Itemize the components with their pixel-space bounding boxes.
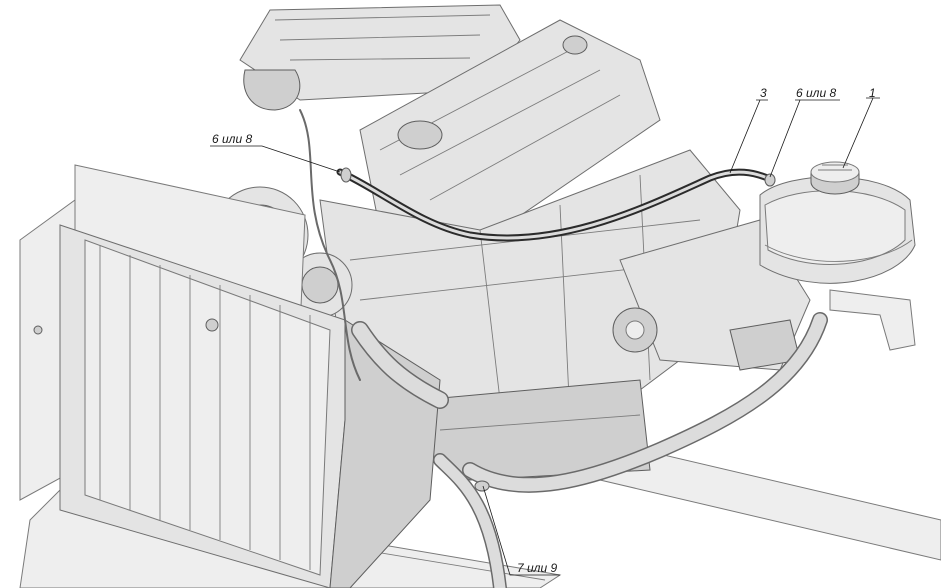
expansion-tank bbox=[759, 161, 916, 351]
callout-label-6-or-8-right: 6 или 8 bbox=[796, 86, 836, 100]
callout-label-6-or-8-left: 6 или 8 bbox=[212, 132, 252, 146]
callout-label-1: 1 bbox=[869, 86, 876, 100]
callout-label-7-or-9: 7 или 9 bbox=[517, 561, 557, 575]
callout-leaders bbox=[210, 97, 880, 576]
callout-label-3: 3 bbox=[760, 86, 767, 100]
radiator bbox=[19, 164, 441, 588]
